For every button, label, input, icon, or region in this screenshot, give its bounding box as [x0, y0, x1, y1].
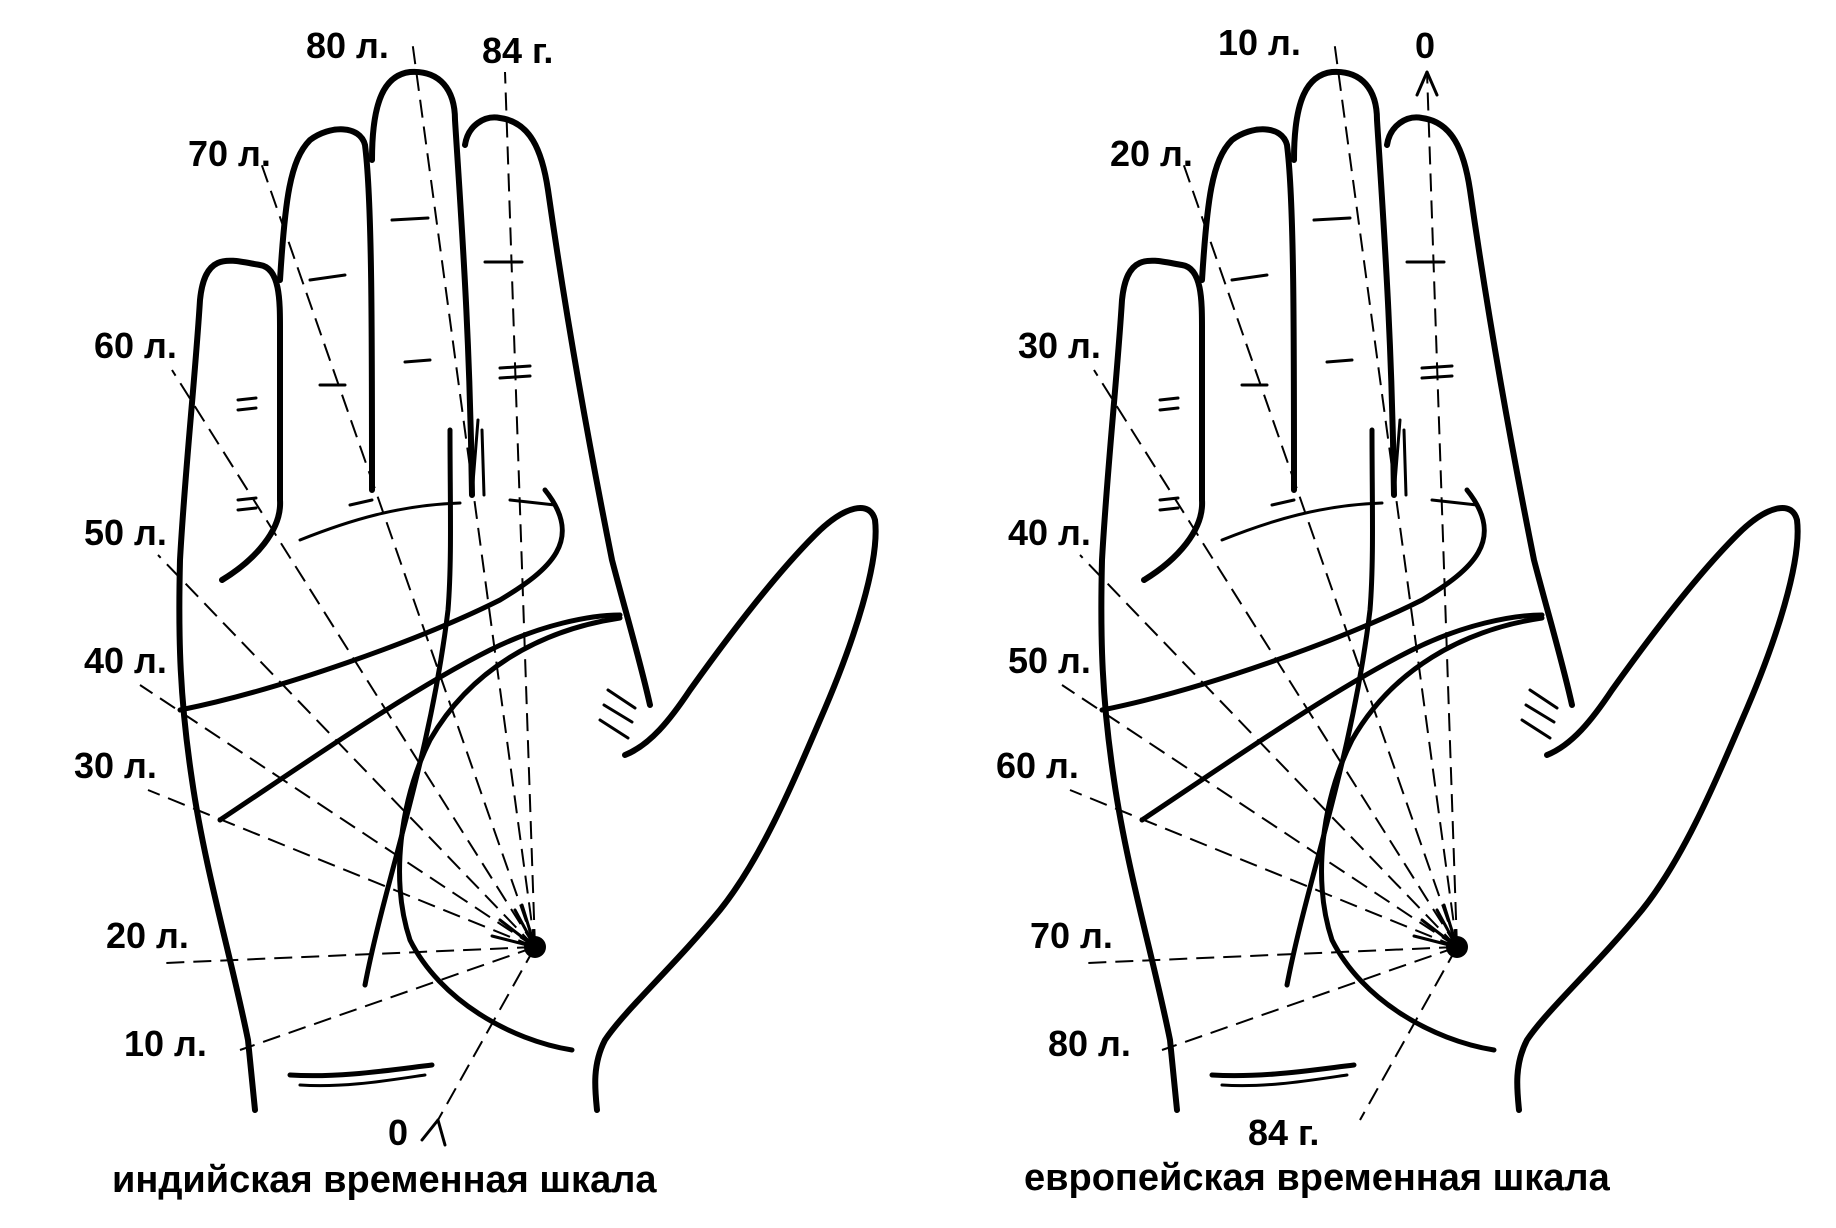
label-70-years: 70 л.: [1030, 915, 1113, 956]
label-10-years: 10 л.: [124, 1023, 207, 1064]
arrow-down-icon: [420, 1118, 447, 1147]
label-30-years: 30 л.: [74, 745, 157, 786]
label-40-years: 40 л.: [84, 640, 167, 681]
arrow-up-icon: [1415, 70, 1439, 97]
label-20-years: 20 л.: [106, 915, 189, 956]
label-50-years: 50 л.: [1008, 640, 1091, 681]
indian-labels: 80 л. 84 г. 70 л. 60 л. 50 л. 40 л. 30 л…: [74, 25, 657, 1201]
label-50-years: 50 л.: [84, 512, 167, 553]
label-80-years: 80 л.: [1048, 1023, 1131, 1064]
label-20-years: 20 л.: [1110, 133, 1193, 174]
label-60-years: 60 л.: [94, 325, 177, 366]
label-80-years: 80 л.: [306, 25, 389, 66]
label-60-years: 60 л.: [996, 745, 1079, 786]
indian-caption: индийская временная шкала: [112, 1159, 657, 1201]
european-labels: 10 л. 0 20 л. 30 л. 40 л. 50 л. 60 л. 70…: [996, 22, 1611, 1199]
label-70-years: 70 л.: [188, 133, 271, 174]
european-hand: [1062, 40, 1798, 1120]
label-30-years: 30 л.: [1018, 325, 1101, 366]
european-caption: европейская временная шкала: [1024, 1157, 1611, 1199]
label-10-years: 10 л.: [1218, 22, 1301, 63]
indian-hand: [140, 40, 876, 1147]
label-40-years: 40 л.: [1008, 512, 1091, 553]
label-84-years: 84 г.: [1248, 1112, 1319, 1153]
label-zero: 0: [388, 1112, 408, 1153]
label-zero: 0: [1415, 25, 1435, 66]
label-84-years: 84 г.: [482, 30, 553, 71]
